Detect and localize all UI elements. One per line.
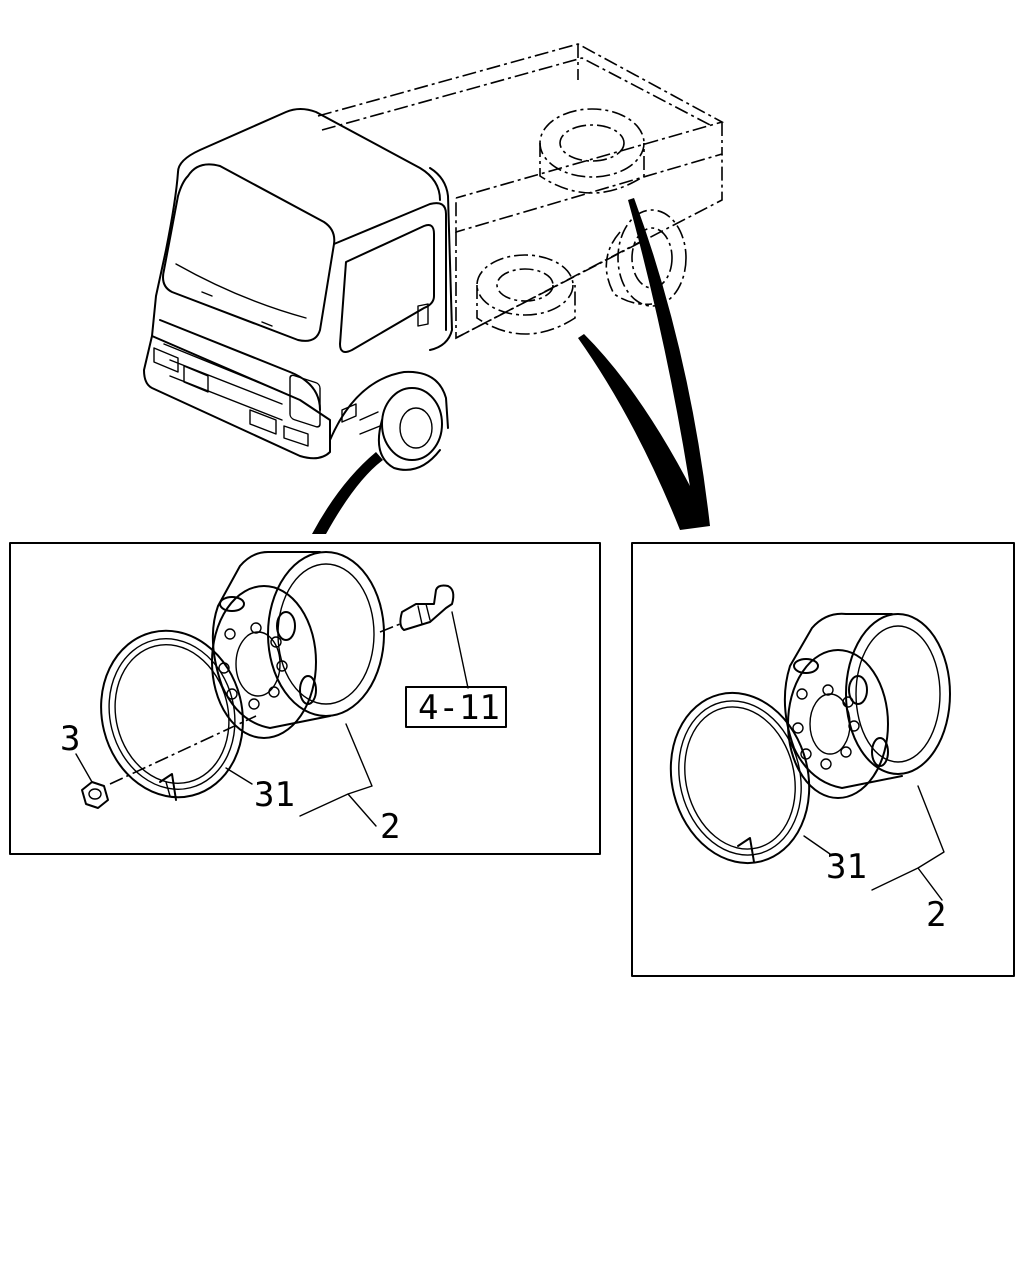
leader-bracket-left — [299, 723, 377, 827]
leader-bracket-right — [871, 785, 945, 901]
callout-wheel-left: 2 — [380, 807, 400, 847]
wheel-nut — [81, 781, 109, 809]
callout-reference: 4-11 — [418, 688, 500, 728]
wheel-rim — [211, 551, 385, 739]
rear-wheel-left — [476, 254, 576, 335]
callout-wheel-right: 2 — [926, 895, 946, 935]
leader-tire-right — [803, 835, 831, 855]
detail-box-right: 31 2 — [631, 542, 1015, 977]
tire-flap-right — [669, 691, 811, 865]
leader-to-right-box-a — [578, 334, 710, 530]
reference-box — [405, 686, 507, 728]
callout-nut: 3 — [60, 719, 80, 759]
leader-tire-left — [225, 767, 253, 785]
truck-illustration — [143, 43, 725, 471]
callout-tire-right: 31 — [826, 847, 867, 887]
cab — [143, 108, 453, 471]
callout-tire-left: 31 — [254, 775, 295, 815]
rear-wheel-right — [605, 209, 687, 307]
spare-tire — [539, 108, 645, 194]
assembly-axis — [109, 715, 257, 785]
leader-nut — [75, 753, 93, 783]
leader-to-left-box — [312, 452, 383, 534]
detail-box-left: 3 31 2 4-11 — [9, 542, 601, 855]
leader-to-right-box-b — [628, 198, 710, 526]
hub-bolt — [399, 584, 455, 631]
wheel-rim-right — [783, 612, 951, 799]
leader-ref — [451, 611, 469, 689]
tire-flap — [100, 629, 244, 801]
